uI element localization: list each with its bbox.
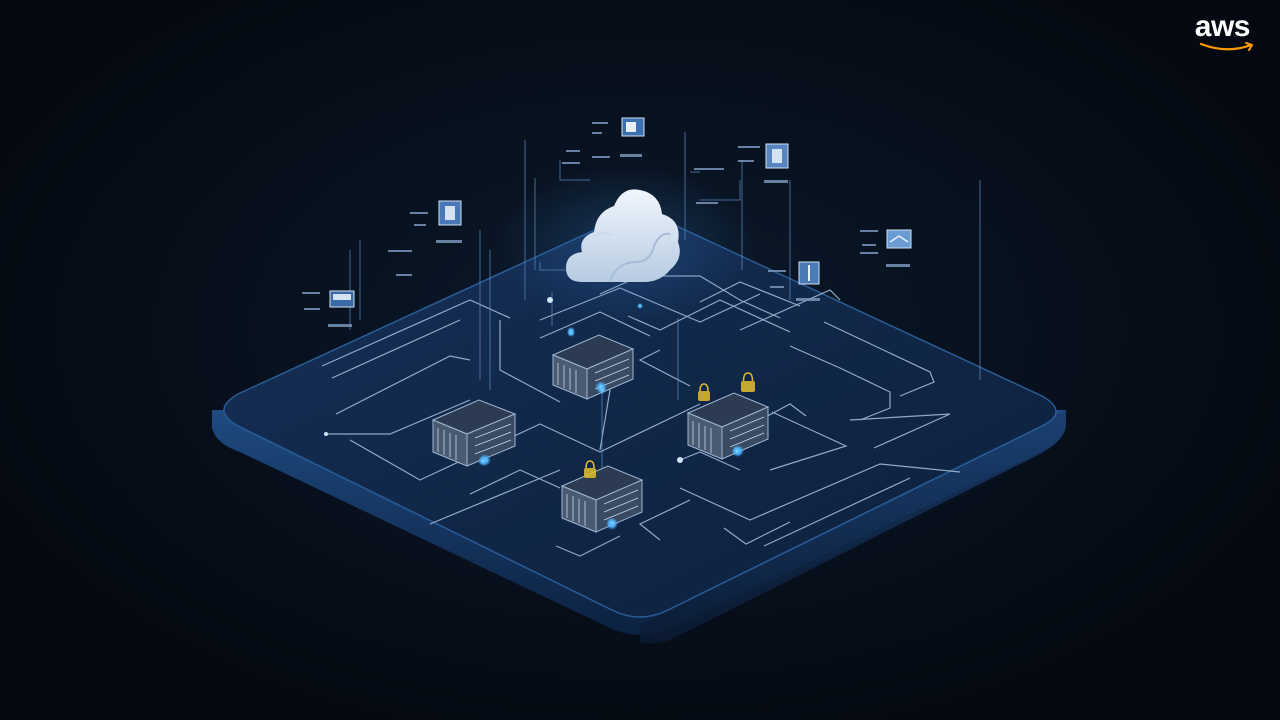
lock-icon [741,372,755,392]
floating-icon-4 [886,229,912,249]
floating-icon-5 [798,261,820,285]
lock-icon [584,460,596,478]
gateway-icon [886,229,912,249]
aws-logo-text: aws [1194,10,1251,43]
lock-icon [698,383,710,401]
server-node-3[interactable] [686,372,770,460]
server-node-1[interactable] [551,327,635,400]
floating-icon-1 [621,117,645,137]
aws-smile-arrow-icon [1199,42,1253,51]
floating-icon-2 [765,143,789,169]
cloud-node [495,165,755,325]
aws-logo: aws [1194,10,1253,51]
platform-side-right [640,410,1066,644]
junction-dots [324,297,742,528]
micro-label-marks [302,122,910,327]
cloud-icon [566,189,680,282]
floating-icon-3 [438,200,462,226]
platform [212,214,1066,644]
floating-icon-6 [329,290,355,308]
